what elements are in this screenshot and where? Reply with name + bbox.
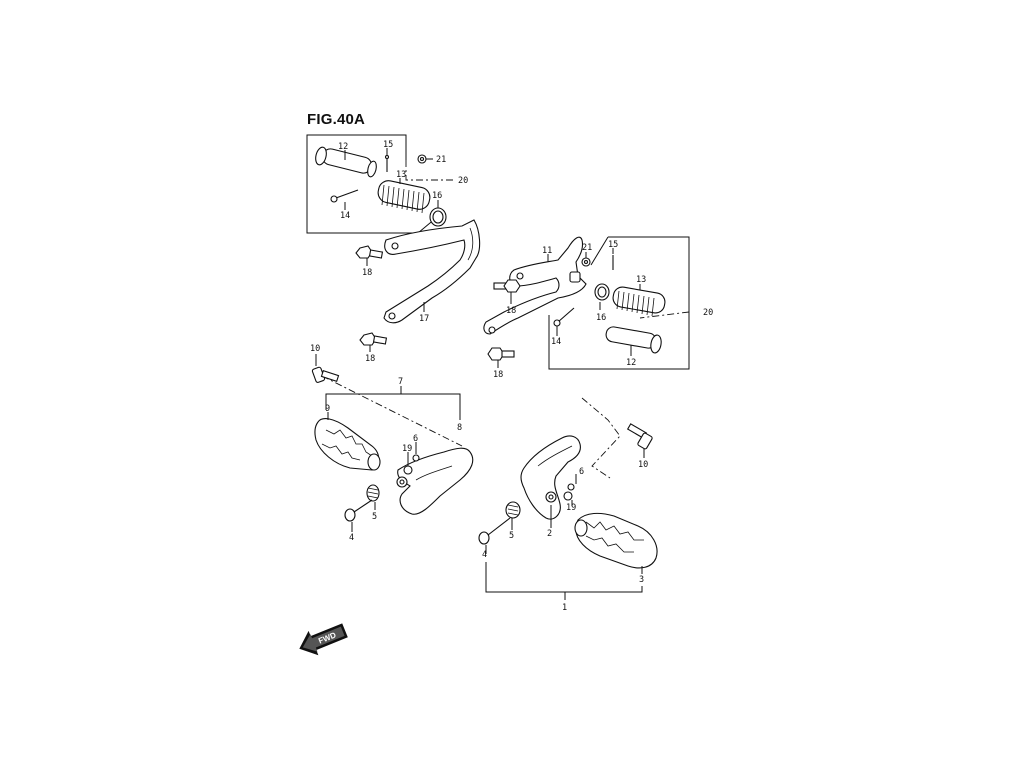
callout-10: 10 (310, 344, 320, 354)
callout-13: 13 (396, 170, 406, 180)
callout-numbers: 12 15 13 21 20 16 14 18 17 18 11 21 15 1… (310, 140, 713, 613)
washer-right (594, 283, 610, 301)
callout-21: 21 (582, 243, 592, 253)
footpeg-left (314, 418, 381, 471)
callout-leaders (315, 148, 645, 574)
callout-4: 4 (482, 550, 487, 560)
callout-20: 20 (703, 308, 713, 318)
pivot-pin-left (315, 146, 377, 178)
callout-5: 5 (509, 531, 514, 541)
bolt-right-upper (493, 279, 521, 293)
callout-16: 16 (432, 191, 442, 201)
callout-6: 6 (413, 434, 418, 444)
callout-18: 18 (506, 306, 516, 316)
footpeg-assembly-left-leaders (321, 375, 463, 447)
cotter-pin-right (553, 307, 575, 327)
callout-4: 4 (349, 533, 354, 543)
washer-19-left (403, 465, 413, 475)
bolt-right-lower (487, 347, 515, 361)
callout-12: 12 (338, 142, 348, 152)
callout-5: 5 (372, 512, 377, 522)
callout-11: 11 (542, 246, 552, 256)
footpeg-right (574, 512, 658, 569)
callout-18: 18 (493, 370, 503, 380)
pin-4-right (478, 517, 511, 545)
callout-9: 9 (325, 404, 330, 414)
washer-19-right (563, 491, 573, 501)
footpeg-bracket-right (483, 236, 587, 335)
footpeg-mount-right (520, 435, 581, 520)
footpeg-mount-left (396, 447, 474, 515)
nut-right (581, 257, 591, 267)
pivot-pin-right (605, 326, 662, 354)
callout-21: 21 (436, 155, 446, 165)
callout-13: 13 (636, 275, 646, 285)
callout-1: 1 (562, 603, 567, 613)
return-spring-right (612, 286, 666, 317)
return-spring-left (377, 180, 431, 214)
callout-19: 19 (402, 444, 412, 454)
callout-17: 17 (419, 314, 429, 324)
spring-5-left (366, 484, 380, 502)
washer-left (429, 207, 447, 227)
callout-20: 20 (458, 176, 468, 186)
callout-6: 6 (579, 467, 584, 477)
callout-15: 15 (383, 140, 393, 150)
bolt-left-upper (355, 245, 384, 259)
nut-6-right (567, 483, 575, 491)
callout-8: 8 (457, 423, 462, 433)
nut-left (417, 154, 427, 164)
callout-12: 12 (626, 358, 636, 368)
callout-10: 10 (638, 460, 648, 470)
footpeg-bracket-left (383, 219, 481, 324)
spring-5-right (505, 501, 521, 519)
callout-18: 18 (365, 354, 375, 364)
footpeg-assembly-right-leaders (485, 397, 643, 600)
callout-7: 7 (398, 377, 403, 387)
callout-15: 15 (608, 240, 618, 250)
nut-6-left (412, 454, 420, 462)
callout-14: 14 (551, 337, 561, 347)
figure-title: FIG.40A (307, 111, 366, 128)
callout-16: 16 (596, 313, 606, 323)
pin-4-left (344, 499, 373, 522)
right-footpeg-kit-box (548, 236, 690, 370)
callout-18: 18 (362, 268, 372, 278)
clip-pin-left (384, 154, 390, 172)
callout-3: 3 (639, 575, 644, 585)
forward-arrow-icon: FWD (299, 623, 348, 656)
callout-2: 2 (547, 529, 552, 539)
callout-14: 14 (340, 211, 350, 221)
callout-19: 19 (566, 503, 576, 513)
cotter-pin-left (330, 189, 359, 203)
bolt-10-left (311, 366, 340, 383)
bolt-10-right (626, 423, 653, 450)
bolt-left-lower (359, 332, 388, 346)
